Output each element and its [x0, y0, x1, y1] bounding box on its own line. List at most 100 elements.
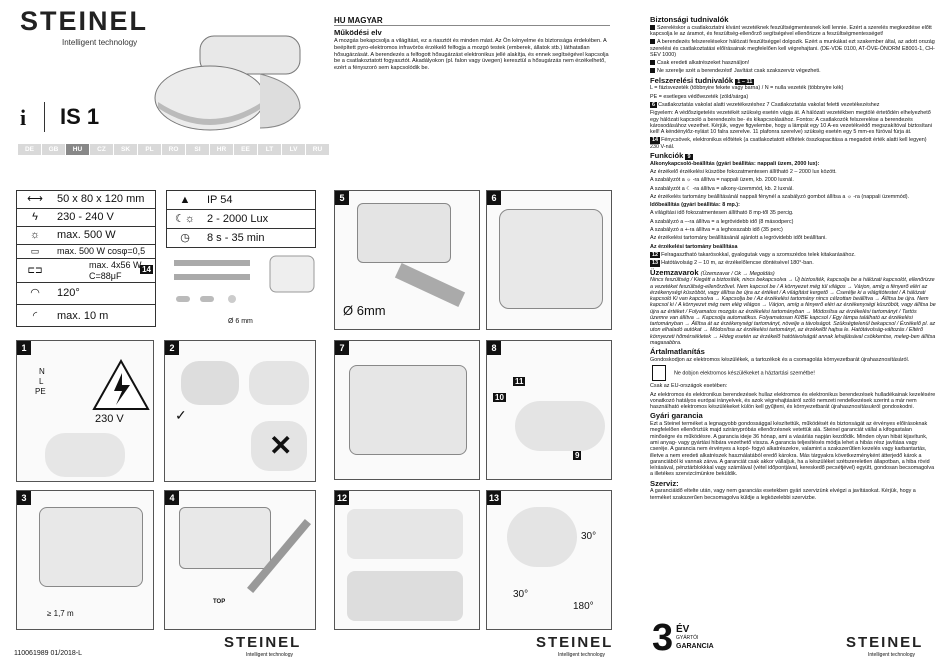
- lang-pl[interactable]: PL: [138, 144, 161, 155]
- clock-icon: ◷: [180, 232, 190, 245]
- washer: [228, 295, 236, 303]
- heading-functions: Funkciók: [650, 151, 684, 161]
- spec-angle: ◠120°: [17, 283, 155, 305]
- heading-warranty: Gyári garancia: [650, 411, 703, 421]
- lang-ro[interactable]: RO: [162, 144, 185, 155]
- step-1-panel: 1 N L PE 230 V: [16, 340, 154, 482]
- step-2-panel: 2 ✓ ✕: [164, 340, 316, 482]
- heading-service: Szerviz:: [650, 478, 679, 488]
- accessory-cover-sheet: [269, 255, 315, 293]
- drill-illustration: [394, 262, 466, 308]
- label-pe: PE: [35, 387, 46, 396]
- product-mount: [199, 35, 301, 75]
- step-13-panel: 13 30° 30° 180°: [486, 490, 612, 630]
- step-12-panel: 12: [334, 490, 480, 630]
- lang-hu[interactable]: HU: [66, 144, 89, 155]
- sensor-adjust-illustration: [515, 401, 605, 451]
- check-icon: ✓: [175, 407, 187, 423]
- lightning-icon: ϟ: [32, 211, 38, 224]
- language-heading: HU MAGYAR: [334, 16, 610, 27]
- footer-tagline-mid: Intelligent technology: [558, 652, 605, 658]
- inductive-load-icon: ▭: [30, 246, 40, 257]
- cross-icon: ✕: [269, 430, 293, 461]
- brand-logo: STEINEL: [20, 6, 149, 36]
- ref-9: 9: [573, 451, 582, 461]
- dowel-1: [176, 296, 190, 302]
- spec-time: ◷8 s - 35 min: [167, 229, 315, 248]
- step-3-panel: 3 ≥ 1,7 m: [16, 490, 154, 630]
- voltage-label: 230 V: [95, 413, 124, 425]
- day-night-icon: ☾☼: [175, 212, 195, 225]
- screw-long-2: [174, 274, 250, 280]
- text-column-right: Biztonsági tudnivalók Szereléskor a csat…: [650, 15, 936, 501]
- footer-logo-mid: STEINEL: [536, 634, 614, 651]
- base-plate-illustration: [179, 507, 271, 569]
- drill-size-label: Ø 6 mm: [228, 318, 253, 325]
- lang-sk[interactable]: SK: [114, 144, 137, 155]
- product-lens: [158, 102, 262, 125]
- lang-gb[interactable]: GB: [42, 144, 65, 155]
- angle-180: 180°: [573, 601, 594, 612]
- angle-30-top: 30°: [581, 531, 597, 542]
- lang-lt[interactable]: LT: [258, 144, 281, 155]
- spec-range: ◜max. 10 m: [17, 305, 155, 327]
- spec-cos: ▭max. 500 W cosφ=0,5: [17, 245, 155, 259]
- lang-ru[interactable]: RU: [306, 144, 329, 155]
- brand-tagline: Intelligent technology: [62, 38, 138, 47]
- lang-cz[interactable]: CZ: [90, 144, 113, 155]
- hand-switch-illustration: [45, 433, 125, 477]
- label-l: L: [39, 377, 44, 386]
- fluorescent-icon: ⊏⊐: [27, 265, 43, 276]
- section-heading: Működési elv: [334, 28, 382, 38]
- accessory-screws: [174, 255, 315, 303]
- angle-icon: ◠: [30, 287, 40, 300]
- range-icon: ◜: [32, 309, 38, 322]
- operating-principle: HU MAGYAR Működési elv A mozgás bekapcso…: [334, 16, 610, 73]
- sensor-rain-illustration: [249, 361, 309, 405]
- drop-icon: ▲: [179, 193, 191, 206]
- ref-11: 11: [513, 377, 526, 387]
- heading-malfunctions: Üzemzavarok: [650, 267, 699, 277]
- housing-illustration: [357, 203, 451, 263]
- divider: [44, 102, 45, 132]
- cover-strip-illustration: [347, 509, 463, 559]
- height-label: ≥ 1,7 m: [47, 609, 74, 618]
- lens-cover-illustration: [347, 571, 463, 621]
- sensor-tilt-illustration: [507, 507, 577, 567]
- spec-power: ☼max. 500 W: [17, 227, 155, 245]
- spec-dimensions: ⟷50 x 80 x 120 mm: [17, 191, 155, 209]
- spec-ip: ▲IP 54: [167, 191, 315, 210]
- terminal-block-illustration: [499, 209, 603, 309]
- bulb-icon: ☼: [29, 229, 41, 242]
- sensor-wrong-illustration: [251, 421, 307, 471]
- surface-wiring-illustration: [349, 365, 467, 455]
- footer-logo-left: STEINEL: [224, 634, 302, 651]
- step-7-panel: 7: [334, 340, 480, 480]
- lang-de[interactable]: DE: [18, 144, 41, 155]
- step-5-panel: 5 Ø 6mm: [334, 190, 480, 330]
- bin-crossed-icon: [652, 365, 666, 382]
- step-4-panel: 4 TOP: [164, 490, 316, 630]
- sensor-mount-illustration: [181, 361, 239, 405]
- drill-label: Ø 6mm: [343, 303, 386, 318]
- lang-lv[interactable]: LV: [282, 144, 305, 155]
- high-voltage-icon: [92, 359, 150, 410]
- label-n: N: [39, 367, 45, 376]
- wall-mount-illustration: [39, 507, 143, 587]
- lang-hr[interactable]: HR: [210, 144, 233, 155]
- section-text: A mozgás bekapcsolja a világítást, ez a …: [334, 38, 609, 71]
- warranty-badge: 3 ÉV GYÁRTÓI GARANCIA: [652, 617, 714, 659]
- heading-installation: Felszerelési tudnivalók: [650, 75, 734, 85]
- lang-si[interactable]: SI: [186, 144, 209, 155]
- ref-10: 10: [493, 393, 506, 403]
- product-image: [154, 35, 301, 131]
- angle-30-bottom: 30°: [513, 589, 529, 600]
- dimensions-icon: ⟷: [27, 193, 43, 206]
- heading-disposal: Ártalmatlanítás: [650, 347, 705, 357]
- spec-lux: ☾☼2 - 2000 Lux: [167, 210, 315, 229]
- heading-safety: Biztonsági tudnivalók: [650, 15, 729, 24]
- lang-ee[interactable]: EE: [234, 144, 257, 155]
- footer-logo-right: STEINEL: [846, 634, 924, 651]
